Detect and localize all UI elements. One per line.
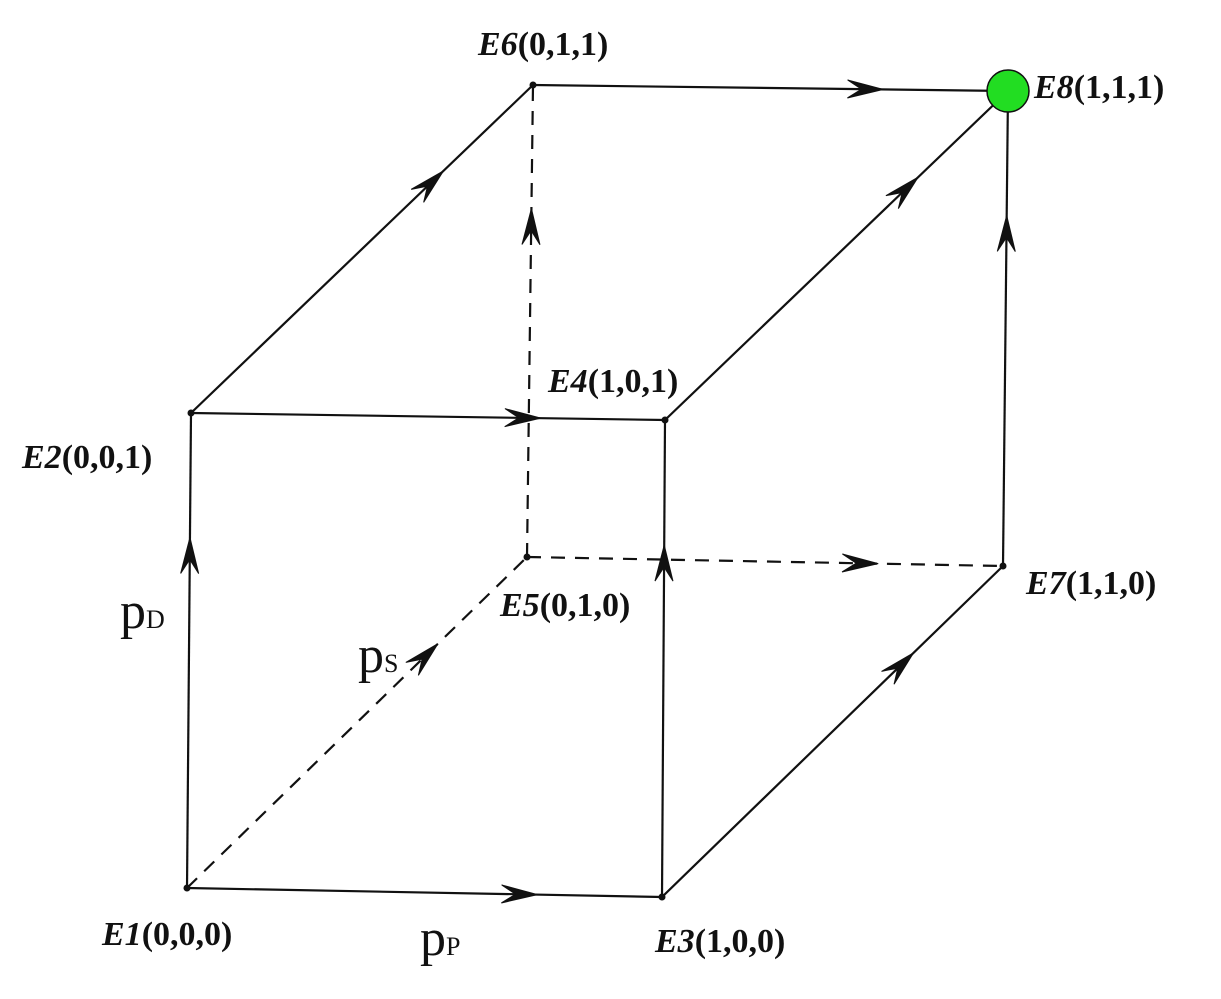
edge-e3-e4: [660, 419, 667, 898]
arrowhead-e1-e2: [180, 537, 200, 574]
vertex-e5: [523, 553, 531, 561]
edge-e3-e7: [661, 565, 1004, 898]
vertex-e7: [999, 562, 1007, 570]
edge-e5-e7: [526, 555, 1004, 568]
edge-label-ps: pS: [358, 627, 398, 684]
edges-layer: [180, 79, 1016, 904]
edge-e4-e8: [664, 90, 1009, 421]
vertex-e4: [661, 416, 669, 424]
arrowhead-e2-e6: [410, 170, 444, 203]
edge-e2-e6: [190, 84, 534, 414]
vertex-label-e2: E2(0,0,1): [21, 439, 152, 476]
edge-e6-e8: [532, 83, 1009, 93]
arrowhead-e4-e8: [885, 176, 919, 209]
edge-e1-e2: [185, 412, 193, 889]
edge-e1-e3: [186, 886, 663, 899]
edge-e1-e5: [186, 556, 528, 889]
arrowhead-e3-e4: [654, 544, 674, 582]
arrowhead-e5-e6: [521, 208, 541, 245]
arrowhead-e1-e3: [501, 884, 538, 904]
nodes-layer: [183, 69, 1030, 901]
vertex-label-e1: E1(0,0,0): [101, 916, 232, 953]
arrowhead-e2-e4: [504, 408, 541, 428]
vertex-e1: [183, 884, 191, 892]
vertex-e8-highlight: [986, 69, 1030, 113]
edge-label-pp: pP: [420, 910, 460, 967]
vertex-label-e7: E7(1,1,0): [1025, 565, 1156, 602]
vertex-e6: [529, 81, 537, 89]
arrowhead-e6-e8: [847, 79, 884, 99]
arrowhead-e3-e7: [881, 652, 915, 685]
vertex-e3: [658, 893, 666, 901]
edge-e2-e4: [190, 411, 666, 422]
arrowhead-e1-e5: [405, 643, 439, 676]
edge-label-pd: pD: [120, 583, 165, 640]
vertex-label-e4: E4(1,0,1): [547, 363, 678, 400]
arrowhead-e5-e7: [841, 553, 879, 573]
vertex-e2: [187, 409, 195, 417]
edge-e5-e6: [525, 84, 535, 558]
vertex-label-e3: E3(1,0,0): [654, 923, 785, 960]
vertex-label-e8: E8(1,1,1): [1033, 69, 1164, 106]
arrowhead-e7-e8: [996, 215, 1016, 252]
edge-e7-e8: [1001, 90, 1010, 567]
vertex-label-e5: E5(0,1,0): [499, 587, 630, 624]
vertex-label-e6: E6(0,1,1): [477, 26, 608, 63]
